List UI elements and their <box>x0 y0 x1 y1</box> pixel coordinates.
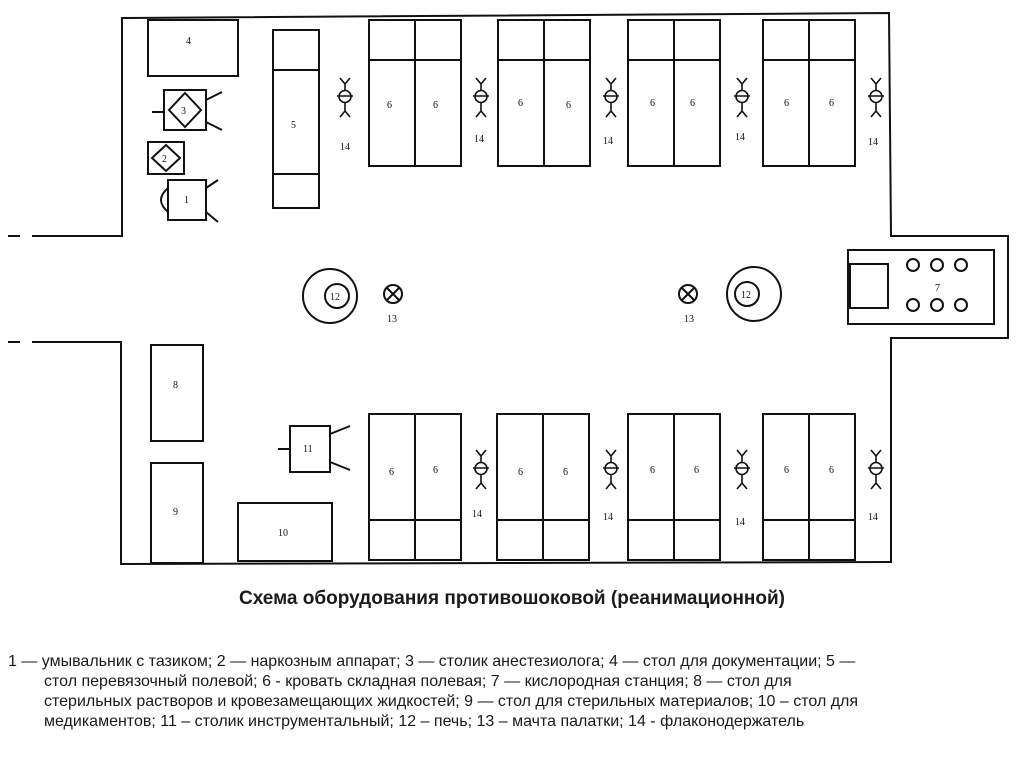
label-bottle-holder: 14 <box>340 142 350 153</box>
legend: 1 — умывальник с тазиком; 2 — наркозным … <box>8 652 1008 732</box>
label-dressing-table: 5 <box>291 120 296 131</box>
bottle-holder-icon <box>603 449 619 490</box>
label-bed: 6 <box>389 467 394 478</box>
bed-pair <box>368 413 462 561</box>
floor-plan: 4 5 3 2 1 8 9 10 11 7 12 12 13 13 6 6 6 … <box>8 11 1009 566</box>
label-stove: 12 <box>330 292 340 303</box>
documentation-table <box>147 19 239 77</box>
label-tent-mast: 13 <box>684 314 694 325</box>
sterile-solutions-table <box>150 344 204 442</box>
label-tent-mast: 13 <box>387 314 397 325</box>
oxygen-station <box>847 249 995 325</box>
bottle-holder-icon <box>473 449 489 490</box>
bottle-holder-icon <box>734 77 750 118</box>
label-bed: 6 <box>387 100 392 111</box>
label-bed: 6 <box>690 98 695 109</box>
label-bed: 6 <box>433 465 438 476</box>
bed-pair <box>762 19 856 167</box>
bed-pair <box>627 19 721 167</box>
label-bottle-holder: 14 <box>603 512 613 523</box>
label-bed: 6 <box>518 467 523 478</box>
instrument-table <box>278 425 351 473</box>
bed-pair <box>497 19 591 167</box>
bottle-holder-icon <box>734 449 750 490</box>
label-bed: 6 <box>784 98 789 109</box>
bottle-holder-icon <box>337 77 353 118</box>
label-washbasin: 1 <box>184 195 189 206</box>
bottle-holder-icon <box>868 449 884 490</box>
label-bed: 6 <box>650 465 655 476</box>
label-anesthesiologist-table: 3 <box>181 106 186 117</box>
label-bed: 6 <box>563 467 568 478</box>
label-bed: 6 <box>829 465 834 476</box>
label-bottle-holder: 14 <box>868 137 878 148</box>
legend-line: 1 — умывальник с тазиком; 2 — наркозным … <box>8 653 856 670</box>
stove <box>726 266 782 322</box>
bottle-holder-icon <box>603 77 619 118</box>
label-bottle-holder: 14 <box>474 134 484 145</box>
label-bed: 6 <box>784 465 789 476</box>
label-anesthesia-machine: 2 <box>162 154 167 165</box>
sterile-materials-table <box>150 462 204 564</box>
label-bottle-holder: 14 <box>603 136 613 147</box>
label-sterile-materials-table: 9 <box>173 507 178 518</box>
label-bottle-holder: 14 <box>735 132 745 143</box>
label-instrument-table: 11 <box>303 444 313 455</box>
legend-line: медикаментов; 11 – столик инструментальн… <box>44 713 805 730</box>
label-bed: 6 <box>829 98 834 109</box>
tent-mast <box>383 284 403 304</box>
medicines-table <box>237 502 333 562</box>
bottle-holder-icon <box>473 77 489 118</box>
tent-mast <box>678 284 698 304</box>
bottle-holder-icon <box>868 77 884 118</box>
washbasin <box>160 179 219 223</box>
bed-pair <box>762 413 856 561</box>
stove <box>302 268 358 324</box>
bed-pair <box>496 413 590 561</box>
dressing-table <box>272 29 320 209</box>
anesthesiologist-table <box>152 89 223 131</box>
label-stove: 12 <box>741 290 751 301</box>
label-bed: 6 <box>694 465 699 476</box>
tent-outline <box>32 11 1009 566</box>
label-bottle-holder: 14 <box>472 509 482 520</box>
diagram-caption: Схема оборудования противошоковой (реани… <box>238 588 786 609</box>
legend-line: стол перевязочный полевой; 6 - кровать с… <box>44 673 792 690</box>
label-documentation-table: 4 <box>186 36 191 47</box>
label-bed: 6 <box>433 100 438 111</box>
label-oxygen-station: 7 <box>935 283 940 294</box>
legend-line: стерильных растворов и кровезамещающих ж… <box>44 693 859 710</box>
label-bed: 6 <box>566 100 571 111</box>
anesthesia-machine <box>147 141 185 175</box>
label-bed: 6 <box>518 98 523 109</box>
label-bottle-holder: 14 <box>735 517 745 528</box>
label-bottle-holder: 14 <box>868 512 878 523</box>
label-sterile-solutions-table: 8 <box>173 380 178 391</box>
bed-pair <box>368 19 462 167</box>
label-medicines-table: 10 <box>278 528 288 539</box>
bed-pair <box>627 413 721 561</box>
label-bed: 6 <box>650 98 655 109</box>
